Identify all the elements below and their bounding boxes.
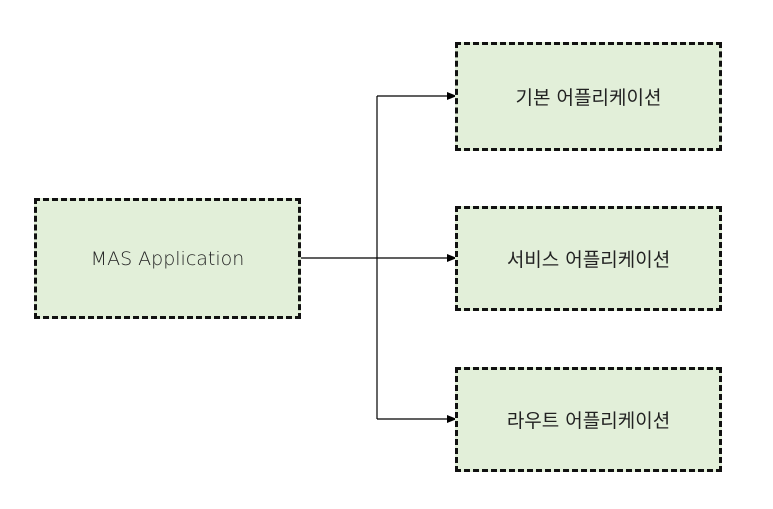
source-node: MAS Application bbox=[34, 198, 301, 319]
target-node-1: 기본 어플리케이션 bbox=[455, 42, 722, 151]
target-node-2-label: 서비스 어플리케이션 bbox=[506, 249, 671, 271]
target-node-2: 서비스 어플리케이션 bbox=[455, 206, 722, 311]
source-node-label: MAS Application bbox=[90, 247, 245, 270]
target-node-3: 라우트 어플리케이션 bbox=[455, 367, 722, 472]
target-node-3-label: 라우트 어플리케이션 bbox=[506, 410, 671, 432]
target-node-1-label: 기본 어플리케이션 bbox=[515, 87, 662, 109]
